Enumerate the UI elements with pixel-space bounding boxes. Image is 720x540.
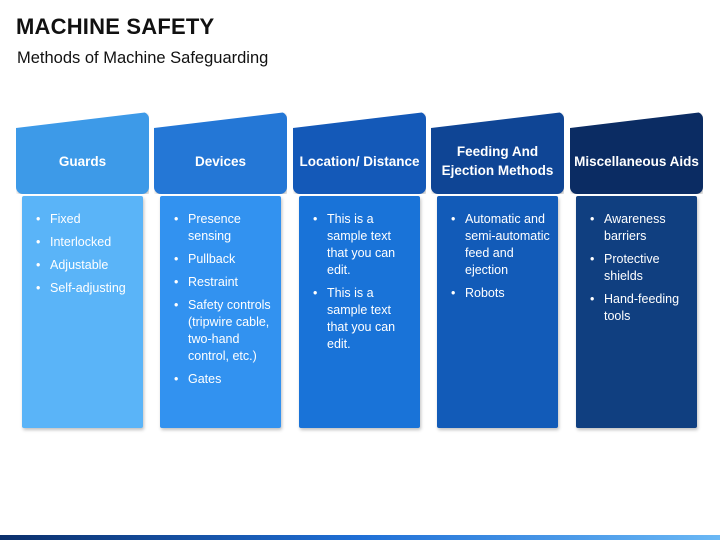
list-item: This is a sample text that you can edit. — [313, 211, 414, 279]
column-body: Automatic and semi-automatic feed and ej… — [437, 196, 558, 428]
list-item: Pullback — [174, 251, 275, 268]
column-heading: Feeding And Ejection Methods — [441, 144, 554, 178]
list-item: Safety controls (tripwire cable, two-han… — [174, 297, 275, 365]
item-list: Fixed Interlocked Adjustable Self-adjust… — [22, 196, 143, 297]
column-body: Awareness barriers Protective shields Ha… — [576, 196, 697, 428]
list-item: Gates — [174, 371, 275, 388]
column-location-distance: Location/ Distance This is a sample text… — [293, 112, 426, 430]
item-list: Awareness barriers Protective shields Ha… — [576, 196, 697, 325]
column-header: Miscellaneous Aids — [570, 112, 703, 194]
column-devices: Devices Presence sensing Pullback Restra… — [154, 112, 287, 430]
list-item: This is a sample text that you can edit. — [313, 285, 414, 353]
column-header: Devices — [154, 112, 287, 194]
column-header: Feeding And Ejection Methods — [431, 112, 564, 194]
page-title: MACHINE SAFETY — [16, 14, 215, 39]
list-item: Robots — [451, 285, 552, 302]
list-item: Interlocked — [36, 234, 137, 251]
column-guards: Guards Fixed Interlocked Adjustable Self… — [16, 112, 149, 430]
column-header: Guards — [16, 112, 149, 194]
column-heading: Miscellaneous Aids — [574, 153, 699, 169]
list-item: Hand-feeding tools — [590, 291, 691, 325]
list-item: Fixed — [36, 211, 137, 228]
bottom-accent-bar — [0, 535, 720, 540]
column-miscellaneous-aids: Miscellaneous Aids Awareness barriers Pr… — [570, 112, 703, 430]
column-body: This is a sample text that you can edit.… — [299, 196, 420, 428]
column-heading: Devices — [194, 153, 247, 169]
column-body: Presence sensing Pullback Restraint Safe… — [160, 196, 281, 428]
page-subtitle: Methods of Machine Safeguarding — [17, 49, 269, 67]
item-list: Presence sensing Pullback Restraint Safe… — [160, 196, 281, 388]
column-heading: Guards — [58, 153, 107, 169]
list-item: Automatic and semi-automatic feed and ej… — [451, 211, 552, 279]
list-item: Adjustable — [36, 257, 137, 274]
column-header: Location/ Distance — [293, 112, 426, 194]
list-item: Presence sensing — [174, 211, 275, 245]
item-list: This is a sample text that you can edit.… — [299, 196, 420, 353]
column-heading: Location/ Distance — [299, 153, 420, 169]
item-list: Automatic and semi-automatic feed and ej… — [437, 196, 558, 302]
list-item: Awareness barriers — [590, 211, 691, 245]
list-item: Self-adjusting — [36, 280, 137, 297]
column-feeding-ejection: Feeding And Ejection Methods Automatic a… — [431, 112, 564, 430]
column-body: Fixed Interlocked Adjustable Self-adjust… — [22, 196, 143, 428]
list-item: Protective shields — [590, 251, 691, 285]
list-item: Restraint — [174, 274, 275, 291]
